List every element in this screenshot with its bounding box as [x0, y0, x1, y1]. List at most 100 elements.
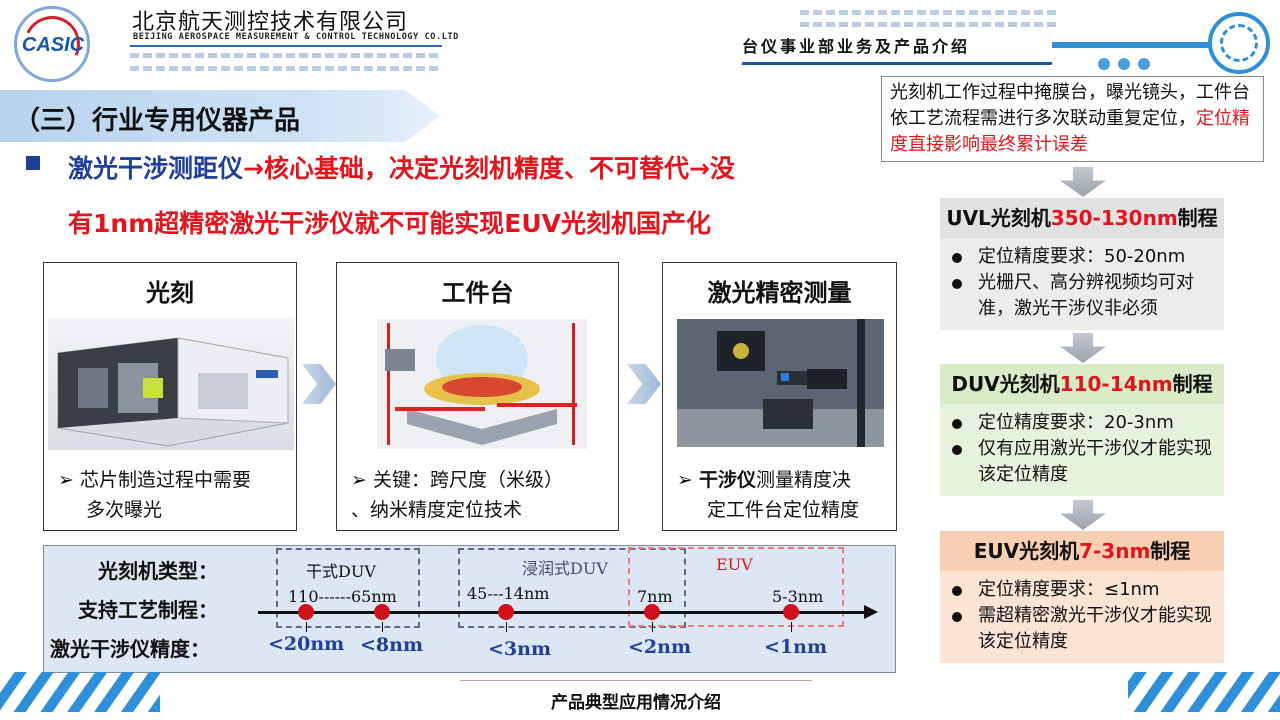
process-label: 110------65nm [288, 587, 397, 606]
group-box-dry-duv [276, 548, 420, 628]
accuracy-label: <2nm [628, 636, 692, 658]
step-item: 定位精度要求：20-3nm [940, 410, 1224, 436]
timeline-axis [258, 611, 866, 614]
footer-stripes-right [1128, 672, 1280, 712]
step-uvl: UVL光刻机350-130nm制程 定位精度要求：50-20nm 光栅尺、高分辨… [940, 198, 1224, 330]
gear-icon [1208, 12, 1270, 74]
section-banner [0, 90, 440, 142]
group-label-dry-duv: 干式DUV [306, 562, 376, 581]
timeline-tick [306, 622, 307, 632]
step-body: 定位精度要求：≤1nm 需超精密激光干涉仪才能实现该定位精度 [940, 571, 1224, 663]
intro-highlight: 定位精度直接影响最终累计误差 [890, 108, 1250, 155]
step-header: UVL光刻机350-130nm制程 [940, 198, 1224, 238]
timeline-tick [791, 622, 792, 632]
step-suffix: 制程 [1150, 539, 1191, 563]
timeline-marker [644, 604, 660, 620]
headline-claim: →核心基础，决定光刻机精度、不可替代→没 [243, 154, 735, 183]
accuracy-label: <3nm [488, 638, 552, 660]
company-underline [130, 45, 442, 47]
step-header: DUV光刻机110-14nm制程 [940, 364, 1224, 404]
header-dash-decoration [130, 66, 442, 71]
accuracy-label: <20nm [268, 633, 345, 655]
card-title: 激光精密测量 [707, 279, 852, 307]
card-bullet: ➢ [677, 469, 699, 491]
card-text-line: 、纳米精度定位技术 [351, 499, 523, 521]
timeline-marker [298, 604, 314, 620]
process-label: 7nm [637, 587, 673, 606]
down-arrow-icon [1060, 167, 1106, 197]
step-item: 仅有应用激光干涉仪才能实现该定位精度 [940, 436, 1224, 488]
step-range: 110-14nm [1059, 372, 1173, 396]
header-dash-decoration-right [800, 22, 1060, 27]
timeline-panel [43, 545, 896, 673]
department-title: 台仪事业部业务及产品介绍 [742, 37, 971, 56]
flow-arrow-icon [302, 364, 336, 404]
footer-line [460, 680, 812, 681]
header-dash-decoration-right [800, 10, 1060, 15]
card-text: ➢ 干涉仪测量精度决 定工件台定位精度 [677, 465, 888, 525]
group-box-immersion-duv [458, 548, 686, 628]
step-duv: DUV光刻机110-14nm制程 定位精度要求：20-3nm 仅有应用激光干涉仪… [940, 364, 1224, 496]
step-body: 定位精度要求：20-3nm 仅有应用激光干涉仪才能实现该定位精度 [940, 404, 1224, 496]
headline-line-2: 有1nm超精密激光干涉仪就不可能实现EUV光刻机国产化 [68, 209, 711, 238]
process-label: 5-3nm [772, 587, 824, 606]
company-logo [14, 6, 90, 82]
step-range: 7-3nm [1079, 539, 1151, 563]
timeline-row-label-process: 支持工艺制程： [78, 598, 218, 622]
step-item: 定位精度要求：50-20nm [940, 244, 1224, 270]
timeline-tick [652, 622, 653, 632]
card-wafer-stage: 工件台 ➢ 关键：跨尺度（米级） 、纳米精度定位技术 [336, 262, 619, 531]
card-title: 工件台 [441, 279, 514, 307]
card-lithography: 光刻 ➢ 芯片制造过程中需要 多次曝光 [43, 262, 297, 531]
timeline-row-label-type: 光刻机类型： [98, 559, 218, 583]
lithography-machine-image [48, 318, 294, 450]
gear-inner-icon [1220, 24, 1258, 62]
timeline-marker [783, 604, 799, 620]
section-title: （三）行业专用仪器产品 [14, 106, 301, 136]
step-range: 350-130nm [1050, 206, 1178, 230]
group-label-euv: EUV [716, 555, 753, 574]
intro-text: 光刻机工作过程中掩膜台，曝光镜头，工件台依工艺流程需进行多次联动重复定位， [890, 82, 1250, 129]
step-body: 定位精度要求：50-20nm 光栅尺、高分辨视频均可对准，激光干涉仪非必须 [940, 238, 1224, 330]
card-text: ➢ 芯片制造过程中需要 多次曝光 [58, 465, 288, 525]
square-bullet-icon [26, 156, 40, 170]
footer-caption: 产品典型应用情况介绍 [551, 693, 721, 713]
accuracy-label: <1nm [764, 636, 828, 658]
card-text-line: ➢ 芯片制造过程中需要 [58, 469, 251, 491]
laser-interferometer-image [677, 319, 884, 447]
accuracy-label: <8nm [360, 634, 424, 656]
down-arrow-icon [1060, 500, 1106, 530]
card-text-line: 多次曝光 [86, 499, 163, 521]
step-item: 需超精密激光干涉仪才能实现该定位精度 [940, 603, 1224, 655]
header-dash-decoration [130, 53, 442, 58]
card-text: ➢ 关键：跨尺度（米级） 、纳米精度定位技术 [351, 465, 610, 525]
card-text-line: ➢ 干涉仪测量精度决 [677, 465, 888, 495]
step-header: EUV光刻机7-3nm制程 [940, 531, 1224, 571]
headline-product: 激光干涉测距仪 [68, 154, 244, 183]
step-name: DUV光刻机 [951, 372, 1060, 396]
timeline-marker [498, 604, 514, 620]
group-label-immersion-duv: 浸润式DUV [522, 559, 608, 578]
step-item: 光栅尺、高分辨视频均可对准，激光干涉仪非必须 [940, 270, 1224, 322]
company-name-en: BEIJING AEROSPACE MEASUREMENT & CONTROL … [133, 32, 459, 42]
step-suffix: 制程 [1172, 372, 1213, 396]
header-blue-bar [1052, 42, 1212, 48]
headline-line-1: 激光干涉测距仪→核心基础，决定光刻机精度、不可替代→没 [68, 149, 735, 185]
step-euv: EUV光刻机7-3nm制程 定位精度要求：≤1nm 需超精密激光干涉仪才能实现该… [940, 531, 1224, 663]
card-text-line: 定工件台定位精度 [707, 499, 860, 521]
step-name: EUV光刻机 [973, 539, 1080, 563]
timeline-tick [382, 622, 383, 632]
process-label: 45---14nm [467, 584, 550, 603]
company-name-cn: 北京航天测控技术有限公司 [132, 10, 409, 35]
flow-arrow-icon [627, 364, 661, 404]
intro-box: 光刻机工作过程中掩膜台，曝光镜头，工件台依工艺流程需进行多次联动重复定位，定位精… [881, 76, 1264, 162]
timeline-marker [374, 604, 390, 620]
logo-text: CASIC [21, 34, 85, 56]
header-dots-decoration [1098, 58, 1150, 70]
card-laser-measurement: 激光精密测量 ➢ 干涉仪测量精度决 定工件台定位精度 [662, 262, 897, 531]
footer-stripes-left [0, 672, 160, 712]
step-suffix: 制程 [1177, 206, 1218, 230]
wafer-stage-image [377, 319, 587, 449]
timeline-tick [506, 622, 507, 632]
timeline-axis-arrow-icon [864, 605, 878, 619]
